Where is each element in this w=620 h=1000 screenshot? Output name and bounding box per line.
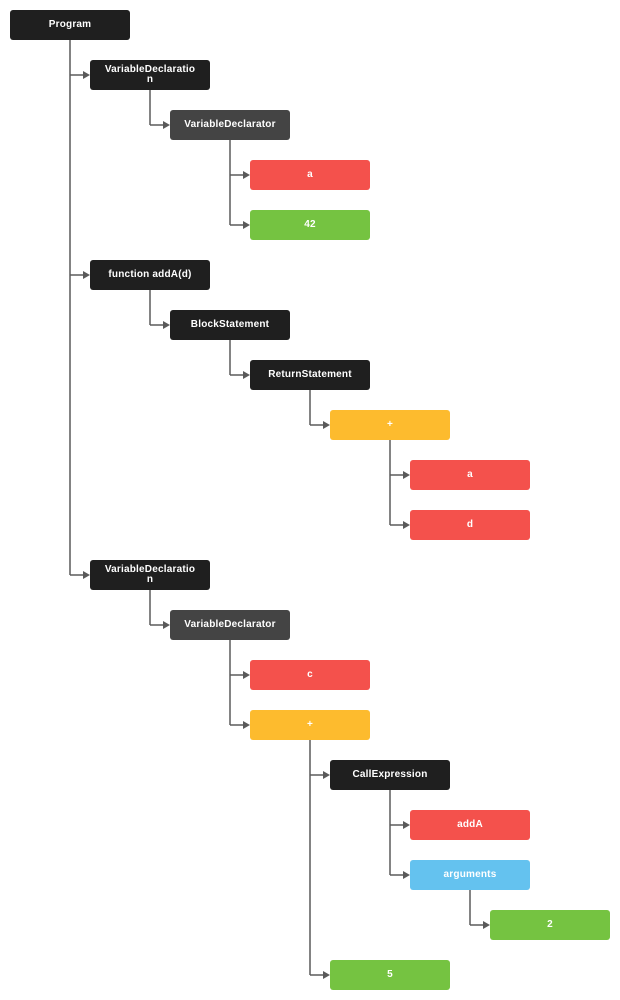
connector-arrowhead-icon — [83, 571, 90, 579]
connector-arrowhead-icon — [323, 421, 330, 429]
tree-node-op: + — [250, 710, 370, 740]
connector-arrowhead-icon — [243, 671, 250, 679]
tree-node-2: 2 — [490, 910, 610, 940]
connector-arrowhead-icon — [403, 871, 410, 879]
connector-arrowhead-icon — [243, 371, 250, 379]
tree-node-program: Program — [10, 10, 130, 40]
connector-arrowhead-icon — [403, 821, 410, 829]
tree-node-function-adda-d: function addA(d) — [90, 260, 210, 290]
tree-node-a: a — [410, 460, 530, 490]
tree-node-returnstatement: ReturnStatement — [250, 360, 370, 390]
tree-node-variabledeclaration: VariableDeclaration — [90, 60, 210, 90]
connector-arrowhead-icon — [403, 521, 410, 529]
connector-arrowhead-icon — [243, 721, 250, 729]
connector-arrowhead-icon — [83, 71, 90, 79]
connector-arrowhead-icon — [163, 621, 170, 629]
connector-arrowhead-icon — [323, 971, 330, 979]
tree-node-variabledeclarator: VariableDeclarator — [170, 610, 290, 640]
tree-node-callexpression: CallExpression — [330, 760, 450, 790]
tree-node-c: c — [250, 660, 370, 690]
connector-arrowhead-icon — [403, 471, 410, 479]
tree-node-arguments: arguments — [410, 860, 530, 890]
tree-node-op: + — [330, 410, 450, 440]
tree-node-adda: addA — [410, 810, 530, 840]
tree-node-a: a — [250, 160, 370, 190]
connector-arrowhead-icon — [163, 121, 170, 129]
connector-arrowhead-icon — [483, 921, 490, 929]
connector-arrowhead-icon — [163, 321, 170, 329]
connector-arrowhead-icon — [323, 771, 330, 779]
tree-node-blockstatement: BlockStatement — [170, 310, 290, 340]
connector-arrowhead-icon — [243, 221, 250, 229]
tree-node-variabledeclaration: VariableDeclaration — [90, 560, 210, 590]
tree-node-5: 5 — [330, 960, 450, 990]
connector-arrowhead-icon — [243, 171, 250, 179]
tree-node-42: 42 — [250, 210, 370, 240]
connector-arrowhead-icon — [83, 271, 90, 279]
tree-node-d: d — [410, 510, 530, 540]
tree-node-variabledeclarator: VariableDeclarator — [170, 110, 290, 140]
